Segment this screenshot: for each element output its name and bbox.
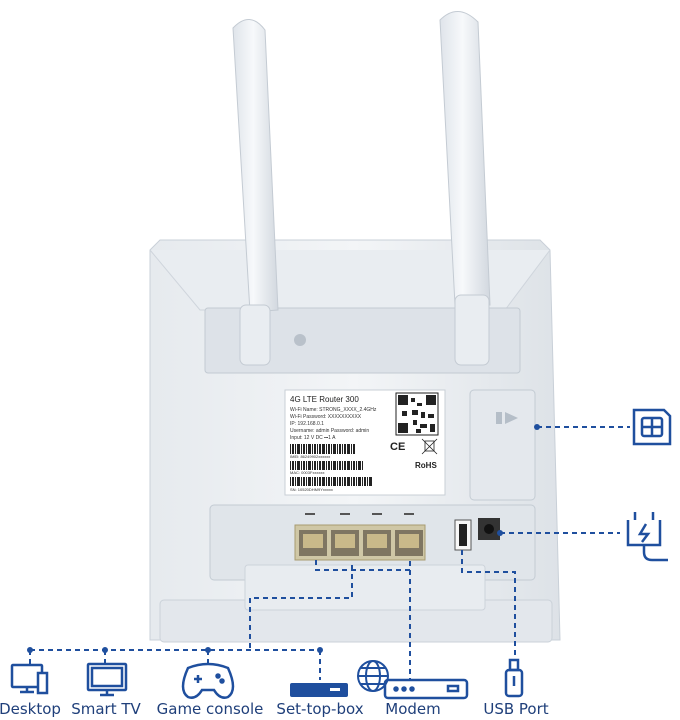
set-top-box-icon [290, 683, 348, 697]
usb-stick-icon [506, 660, 522, 696]
power-input: Input: 12 V DC ⎓1 A [290, 435, 336, 441]
ethernet-port [299, 530, 327, 556]
modem-icon [385, 680, 467, 698]
sim-card-icon [634, 410, 670, 444]
power-port [478, 518, 500, 540]
router-label-sticker: 4G LTE Router 300 Wi-Fi Name: STRONG_XXX… [285, 390, 445, 495]
power-plug-icon [628, 512, 668, 560]
qr-code [396, 393, 438, 435]
ethernet-port [363, 530, 391, 556]
gamepad-icon [183, 664, 233, 698]
barcode-imei [290, 444, 355, 454]
rohs-mark: RoHS [415, 461, 437, 470]
ce-mark: CE [390, 441, 405, 453]
mac-text: MAC: 0003Fxxxxxx [290, 470, 324, 475]
ip-address: IP: 192.168.0.1 [290, 421, 324, 427]
usb-port [455, 520, 471, 550]
imei-text: IMEI: 86249902xxxxxx [290, 454, 330, 459]
device-label-modem: Modem [385, 700, 440, 718]
smart-tv-icon [88, 664, 126, 695]
device-label-usb-port: USB Port [483, 700, 548, 718]
device-label-set-top-box: Set-top-box [276, 700, 363, 718]
desktop-icon [12, 665, 47, 693]
ethernet-port [395, 530, 423, 556]
wifi-name: Wi-Fi Name: STRONG_XXXX_2.4GHz [290, 407, 377, 413]
login-credentials: Username: admin Password: admin [290, 428, 369, 434]
model-name: 4G LTE Router 300 [290, 395, 359, 404]
device-label-desktop: Desktop [0, 700, 61, 718]
ethernet-port [331, 530, 359, 556]
device-label-smart-tv: Smart TV [71, 700, 141, 718]
device-label-game-console: Game console [157, 700, 264, 718]
sn-text: SN: 10520DHM9Yxxxxx [290, 487, 333, 492]
wifi-password: Wi-Fi Password: XXXXXXXXXX [290, 414, 362, 420]
globe-icon [358, 661, 388, 691]
